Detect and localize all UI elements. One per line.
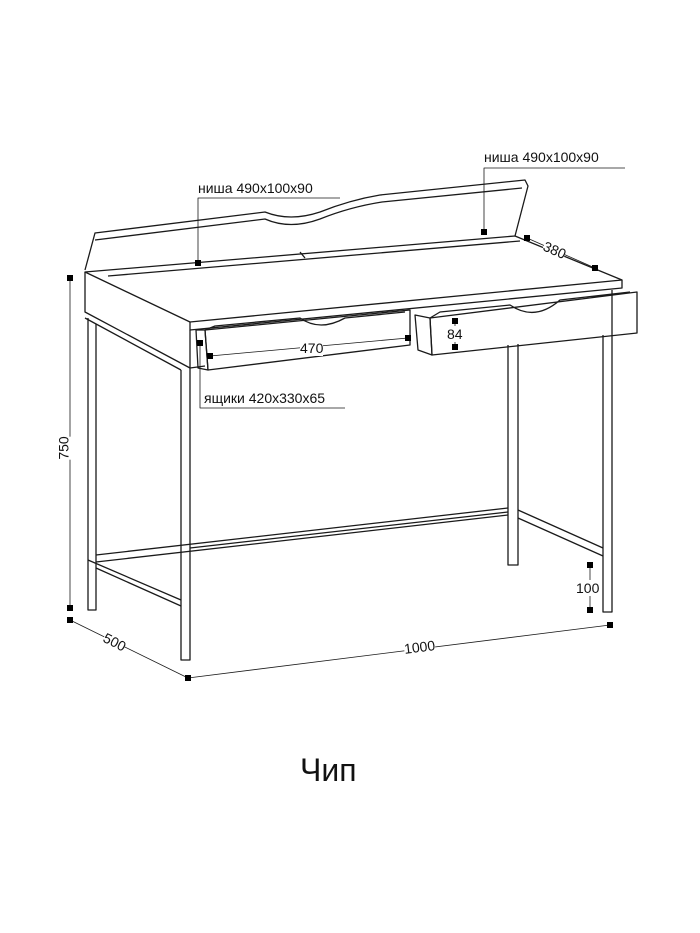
niche-line [107, 240, 521, 277]
drawer-right [429, 291, 638, 356]
drawer-right-side [414, 314, 433, 356]
leg-back-right [507, 344, 519, 566]
left-apron [84, 272, 191, 369]
drawer-height-dimension: 84 [447, 326, 463, 342]
drawers-callout: ящики 420x330x65 [204, 390, 326, 406]
height-dimension: 750 [55, 436, 72, 460]
niche-left-callout: ниша 490x100x90 [198, 180, 313, 196]
leg-front-left [180, 368, 191, 661]
dimension-markers [67, 229, 613, 681]
stretcher-left [87, 559, 182, 607]
stretcher-front [189, 511, 509, 549]
stretcher-height-dimension: 100 [576, 580, 600, 596]
niche-right-callout: ниша 490x100x90 [484, 149, 599, 165]
stretcher-right [517, 509, 604, 557]
desktop-edge [189, 280, 623, 331]
leg-back-left [87, 318, 97, 611]
drawer-left-side [195, 329, 209, 371]
leg-front-right [602, 290, 613, 613]
dimension-lines [69, 167, 625, 679]
drawer-width-dimension: 470 [300, 340, 324, 356]
product-title: Чип [300, 752, 357, 788]
stretcher-back [95, 507, 509, 563]
back-panel [84, 179, 529, 271]
